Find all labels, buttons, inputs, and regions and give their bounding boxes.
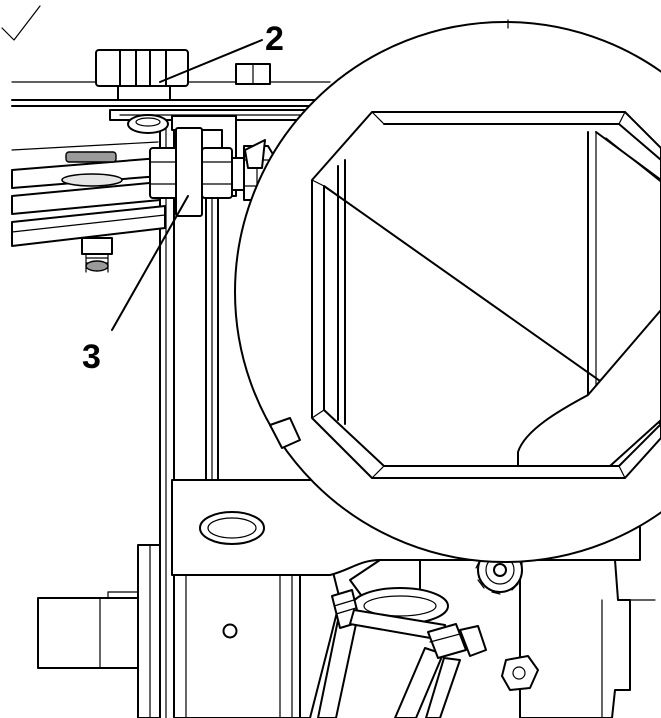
leader-line-2 xyxy=(159,39,263,83)
callout-2: 2 xyxy=(265,20,284,58)
leaf-spring-2 xyxy=(11,181,161,215)
cylinder-right xyxy=(394,623,487,718)
check-mark xyxy=(1,5,41,41)
callout-3: 3 xyxy=(82,338,101,376)
lower-hex-nut xyxy=(501,655,539,691)
part-3-bolt xyxy=(149,115,275,217)
part-2-clamp xyxy=(95,49,189,134)
leader-line-3 xyxy=(111,195,189,331)
housing-hole xyxy=(222,623,238,639)
shaft-stub xyxy=(37,597,139,669)
leaf-spring-3 xyxy=(11,205,166,247)
flap xyxy=(517,309,661,467)
bracket-slot xyxy=(199,511,265,545)
adjuster-plate xyxy=(175,127,203,217)
ring-housing xyxy=(234,19,661,563)
right-housing xyxy=(519,559,631,718)
cylinder-left xyxy=(317,589,446,718)
top-bolt xyxy=(235,63,271,85)
housing-block xyxy=(171,574,301,718)
